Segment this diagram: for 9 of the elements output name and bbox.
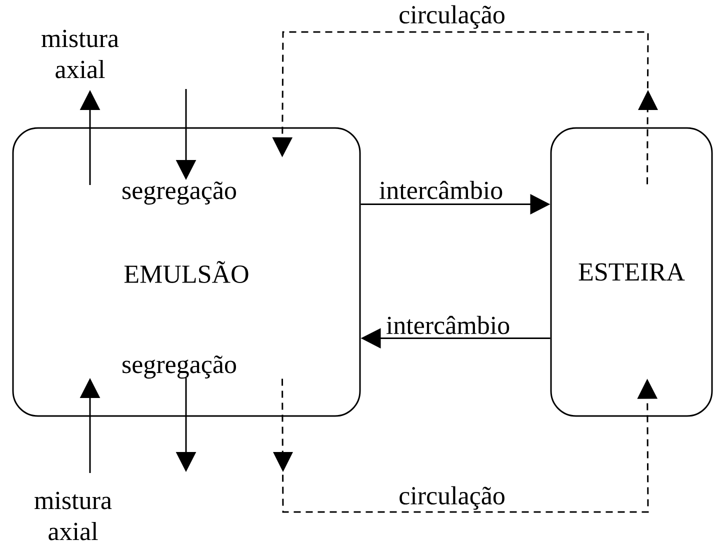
edge-label: intercâmbio: [384, 314, 512, 336]
edge-label: circulação: [398, 4, 506, 30]
rounded-box: ESTEIRA: [550, 127, 713, 417]
flow-label: mistura axial: [42, 30, 119, 78]
flow-label: segregação: [122, 355, 236, 379]
flow-label: segregação: [122, 181, 236, 205]
edge-label: intercâmbio: [378, 180, 504, 200]
edge-label: circulação: [398, 485, 506, 511]
flow-label: mistura axial: [34, 492, 112, 540]
